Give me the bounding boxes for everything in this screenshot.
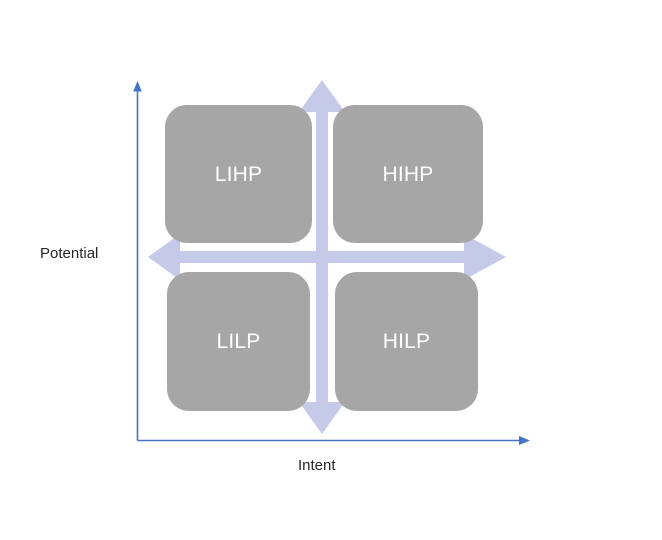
y-axis-label: Potential: [40, 245, 99, 262]
x-axis-arrowhead-icon: [519, 436, 530, 445]
x-axis-label: Intent: [298, 457, 336, 474]
quadrant-hilp[interactable]: HILP: [335, 272, 478, 411]
y-axis-arrowhead-icon: [133, 81, 142, 92]
quadrant-lilp-label: LILP: [216, 330, 261, 353]
quadrant-lihp[interactable]: LIHP: [165, 105, 312, 243]
quadrant-lilp[interactable]: LILP: [167, 272, 310, 411]
horizontal-double-arrow-icon: [148, 234, 506, 280]
quadrant-hihp-label: HIHP: [382, 162, 434, 186]
quadrant-hihp[interactable]: HIHP: [333, 105, 483, 243]
quadrant-hilp-label: HILP: [382, 330, 431, 353]
quadrant-lihp-label: LIHP: [214, 162, 263, 186]
blue-axis-frame: [133, 81, 530, 445]
